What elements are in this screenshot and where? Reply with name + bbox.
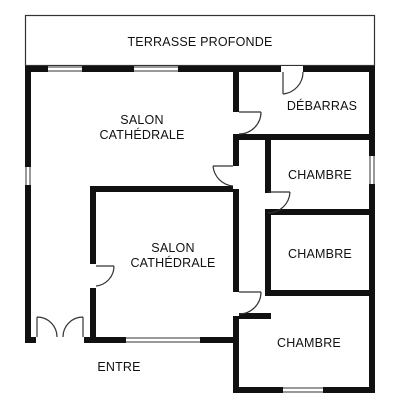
chambre-1-label: CHAMBRE [288, 168, 352, 182]
wall-openings [25, 66, 375, 393]
entrance-label: ENTRE [97, 360, 141, 374]
chambre-3-label: CHAMBRE [277, 336, 341, 350]
chambre-2-label: CHAMBRE [288, 247, 352, 261]
terrace-outline [24, 14, 376, 67]
salon-center-label: SALON CATHÉDRALE [130, 241, 216, 270]
window-lines [25, 66, 375, 393]
terrace-label: TERRASSE PROFONDE [127, 35, 273, 49]
door-swings [36, 71, 304, 338]
debarras-label: DÉBARRAS [286, 99, 358, 113]
salon-top-label: SALON CATHÉDRALE [99, 113, 185, 142]
